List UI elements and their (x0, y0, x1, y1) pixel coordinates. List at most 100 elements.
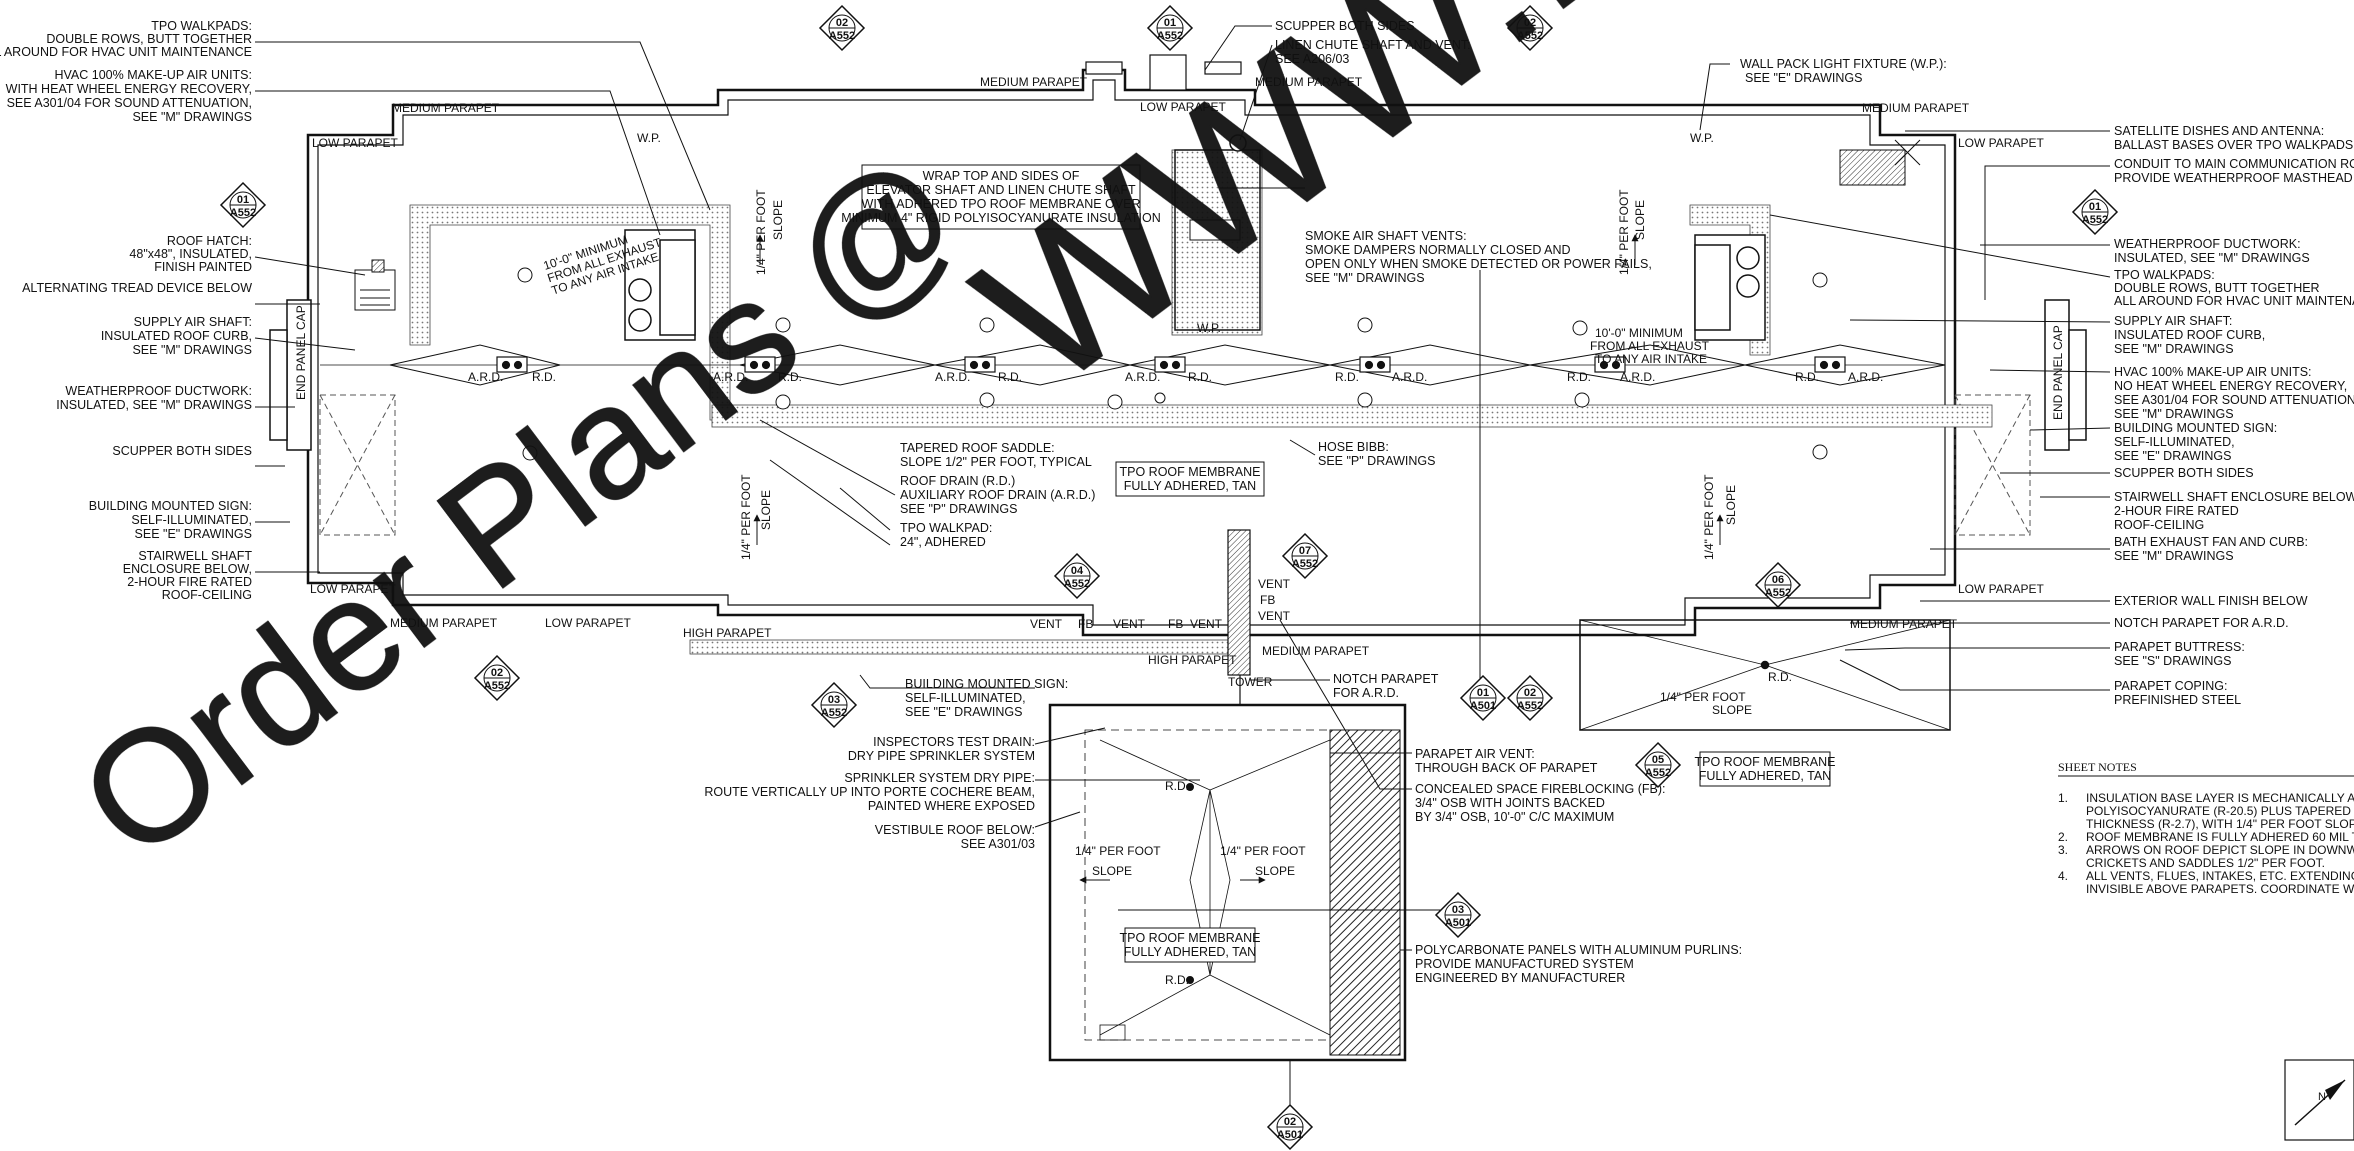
saddle-note: TAPERED ROOF SADDLE: SLOPE 1/2" PER FOOT… (900, 441, 1095, 549)
svg-text:A.R.D.: A.R.D. (935, 370, 970, 384)
svg-text:VENT: VENT (1258, 577, 1291, 591)
left-callout-line: WEATHERPROOF DUCTWORK: (65, 384, 252, 398)
section-tag-sheet: A552 (1157, 30, 1183, 42)
svg-text:MEDIUM PARAPET: MEDIUM PARAPET (1862, 101, 1970, 115)
svg-text:FROM ALL EXHAUST: FROM ALL EXHAUST (1590, 339, 1710, 353)
svg-text:1/4" PER FOOT: 1/4" PER FOOT (1075, 844, 1161, 858)
right-callout-line: TPO WALKPADS: (2114, 268, 2215, 282)
smoke-note: SMOKE AIR SHAFT VENTS: SMOKE DAMPERS NOR… (1305, 229, 1652, 285)
svg-text:FULLY ADHERED, TAN: FULLY ADHERED, TAN (1699, 769, 1831, 783)
svg-text:MEDIUM PARAPET: MEDIUM PARAPET (1255, 75, 1363, 89)
svg-text:A.R.D.: A.R.D. (1392, 370, 1427, 384)
svg-text:A.R.D.: A.R.D. (468, 370, 503, 384)
sheet-notes-items: 1.INSULATION BASE LAYER IS MECHANICALLY … (2058, 791, 2354, 896)
membrane-label-center: TPO ROOF MEMBRANE FULLY ADHERED, TAN (1115, 461, 1265, 497)
right-callout-line: SEE "E" DRAWINGS (2114, 449, 2231, 463)
vent-labels: VENT FB VENT FB VENT VENT FB VENT (1030, 577, 1291, 631)
end-panel-caps (269, 299, 2087, 451)
svg-text:1/4" PER FOOT: 1/4" PER FOOT (1660, 690, 1746, 704)
svg-text:WITH ADHERED TPO ROOF MEMBRANE: WITH ADHERED TPO ROOF MEMBRANE OVER (862, 197, 1141, 211)
svg-text:R.D.: R.D. (1165, 779, 1189, 793)
tower-shaft (1227, 529, 1251, 676)
section-tag-sheet: A501 (1445, 917, 1471, 929)
right-callout-line: HVAC 100% MAKE-UP AIR UNITS: (2114, 365, 2312, 379)
right-callouts: SATELLITE DISHES AND ANTENNA:BALLAST BAS… (2114, 124, 2354, 707)
left-callout-line: ROOF HATCH: (167, 234, 252, 248)
right-callout-line: PREFINISHED STEEL (2114, 693, 2241, 707)
drain-labels: A.R.D.R.D. A.R.D.R.D. A.R.D.R.D. A.R.D.R… (468, 370, 1883, 987)
sheet-note-number: 4. (2058, 869, 2068, 883)
svg-text:SLOPE: SLOPE (1255, 864, 1295, 878)
right-callout-line: WEATHERPROOF DUCTWORK: (2114, 237, 2301, 251)
min-distance-right: 10'-0" MINIMUM FROM ALL EXHAUST TO ANY A… (1590, 326, 1710, 366)
section-tag-number: 03 (1452, 904, 1464, 916)
membrane-label-porte-cochere: TPO ROOF MEMBRANE FULLY ADHERED, TAN (1120, 927, 1260, 963)
svg-text:SLOPE: SLOPE (771, 200, 785, 240)
slope-labels: 1/4" PER FOOT SLOPE 1/4" PER FOOT SLOPE … (739, 189, 1752, 878)
svg-text:LOW PARAPET: LOW PARAPET (1140, 100, 1226, 114)
svg-text:R.D.: R.D. (998, 370, 1022, 384)
svg-text:SEE A301/03: SEE A301/03 (961, 837, 1035, 851)
right-callout-line: CONDUIT TO MAIN COMMUNICATION ROOM: (2114, 157, 2354, 171)
section-tag-sheet: A501 (1470, 700, 1496, 712)
svg-text:ENGINEERED BY MANUFACTURER: ENGINEERED BY MANUFACTURER (1415, 971, 1625, 985)
right-callout-line: SEE "M" DRAWINGS (2114, 549, 2234, 563)
left-callout-line: INSULATED ROOF CURB, (101, 329, 252, 343)
right-callout-line: 2-HOUR FIRE RATED (2114, 504, 2239, 518)
southeast-roof-area (1579, 619, 1951, 731)
right-callout-line: SEE "S" DRAWINGS (2114, 654, 2231, 668)
roof-crickets (320, 344, 1946, 386)
sheet-note-line: ROOF MEMBRANE IS FULLY ADHERED 60 MIL TP… (2086, 830, 2354, 844)
section-tag-number: 02 (1524, 17, 1536, 29)
sheet-notes: SHEET NOTES (2058, 760, 2354, 777)
svg-text:VENT: VENT (1030, 617, 1063, 631)
svg-text:SHEET NOTES: SHEET NOTES (2058, 760, 2137, 774)
section-tag-sheet: A552 (1517, 30, 1543, 42)
sheet-note-line: CRICKETS AND SADDLES 1/2" PER FOOT. (2086, 856, 2325, 870)
section-tag-number: 01 (237, 194, 249, 206)
svg-text:FULLY ADHERED, TAN: FULLY ADHERED, TAN (1124, 479, 1256, 493)
leader-lines (254, 25, 2111, 1110)
svg-text:VENT: VENT (1190, 617, 1223, 631)
porte-cochere-roof (1048, 703, 1407, 1062)
left-callout-line: SEE A301/04 FOR SOUND ATTENUATION, (7, 96, 252, 110)
svg-text:R.D.: R.D. (778, 370, 802, 384)
building-outline (306, 68, 1957, 637)
hvac-units (624, 229, 1766, 341)
sheet-note-line: INSULATION BASE LAYER IS MECHANICALLY AT… (2086, 791, 2354, 805)
svg-text:ROUTE VERTICALLY UP INTO PORTE: ROUTE VERTICALLY UP INTO PORTE COCHERE B… (704, 785, 1035, 799)
left-callout-line: WITH HEAT WHEEL ENERGY RECOVERY, (6, 82, 252, 96)
svg-text:HOSE BIBB:: HOSE BIBB: (1318, 440, 1389, 454)
svg-text:MINIMUM 4" RIGID POLYISOCYANUR: MINIMUM 4" RIGID POLYISOCYANURATE INSULA… (841, 211, 1161, 225)
section-tag-sheet: A552 (821, 707, 847, 719)
svg-text:SLOPE: SLOPE (1724, 485, 1738, 525)
end-panel-cap-right: END PANEL CAP (2051, 325, 2065, 420)
left-callout-line: DOUBLE ROWS, BUTT TOGETHER (46, 32, 252, 46)
linen-chute-vent (1229, 134, 1247, 152)
svg-text:SLOPE: SLOPE (759, 490, 773, 530)
left-callout-line: BUILDING MOUNTED SIGN: (89, 499, 252, 513)
right-callout-line: PARAPET COPING: (2114, 679, 2227, 693)
svg-text:DRY PIPE SPRINKLER SYSTEM: DRY PIPE SPRINKLER SYSTEM (848, 749, 1035, 763)
svg-text:SEE "M" DRAWINGS: SEE "M" DRAWINGS (1305, 271, 1425, 285)
svg-text:CONCEALED SPACE FIREBLOCKING (: CONCEALED SPACE FIREBLOCKING (FB): (1415, 782, 1666, 796)
right-callout-line: SCUPPER BOTH SIDES (2114, 466, 2254, 480)
svg-text:TPO ROOF MEMBRANE: TPO ROOF MEMBRANE (1120, 465, 1261, 479)
svg-text:1/4" PER FOOT: 1/4" PER FOOT (1702, 474, 1716, 560)
svg-text:LOW PARAPET: LOW PARAPET (310, 582, 396, 596)
right-callout-line: SEE A301/04 FOR SOUND ATTENUATION, (2114, 393, 2354, 407)
right-callout-line: SELF-ILLUMINATED, (2114, 435, 2235, 449)
svg-text:SLOPE: SLOPE (1633, 200, 1647, 240)
sheet-note-line: ALL VENTS, FLUES, INTAKES, ETC. EXTENDIN… (2086, 869, 2354, 883)
right-callout-line: NO HEAT WHEEL ENERGY RECOVERY, (2114, 379, 2347, 393)
linen-chute-ref: SEE A206/03 (1275, 52, 1349, 66)
right-callout-line: ROOF-CEILING (2114, 518, 2204, 532)
svg-text:SELF-ILLUMINATED,: SELF-ILLUMINATED, (905, 691, 1026, 705)
